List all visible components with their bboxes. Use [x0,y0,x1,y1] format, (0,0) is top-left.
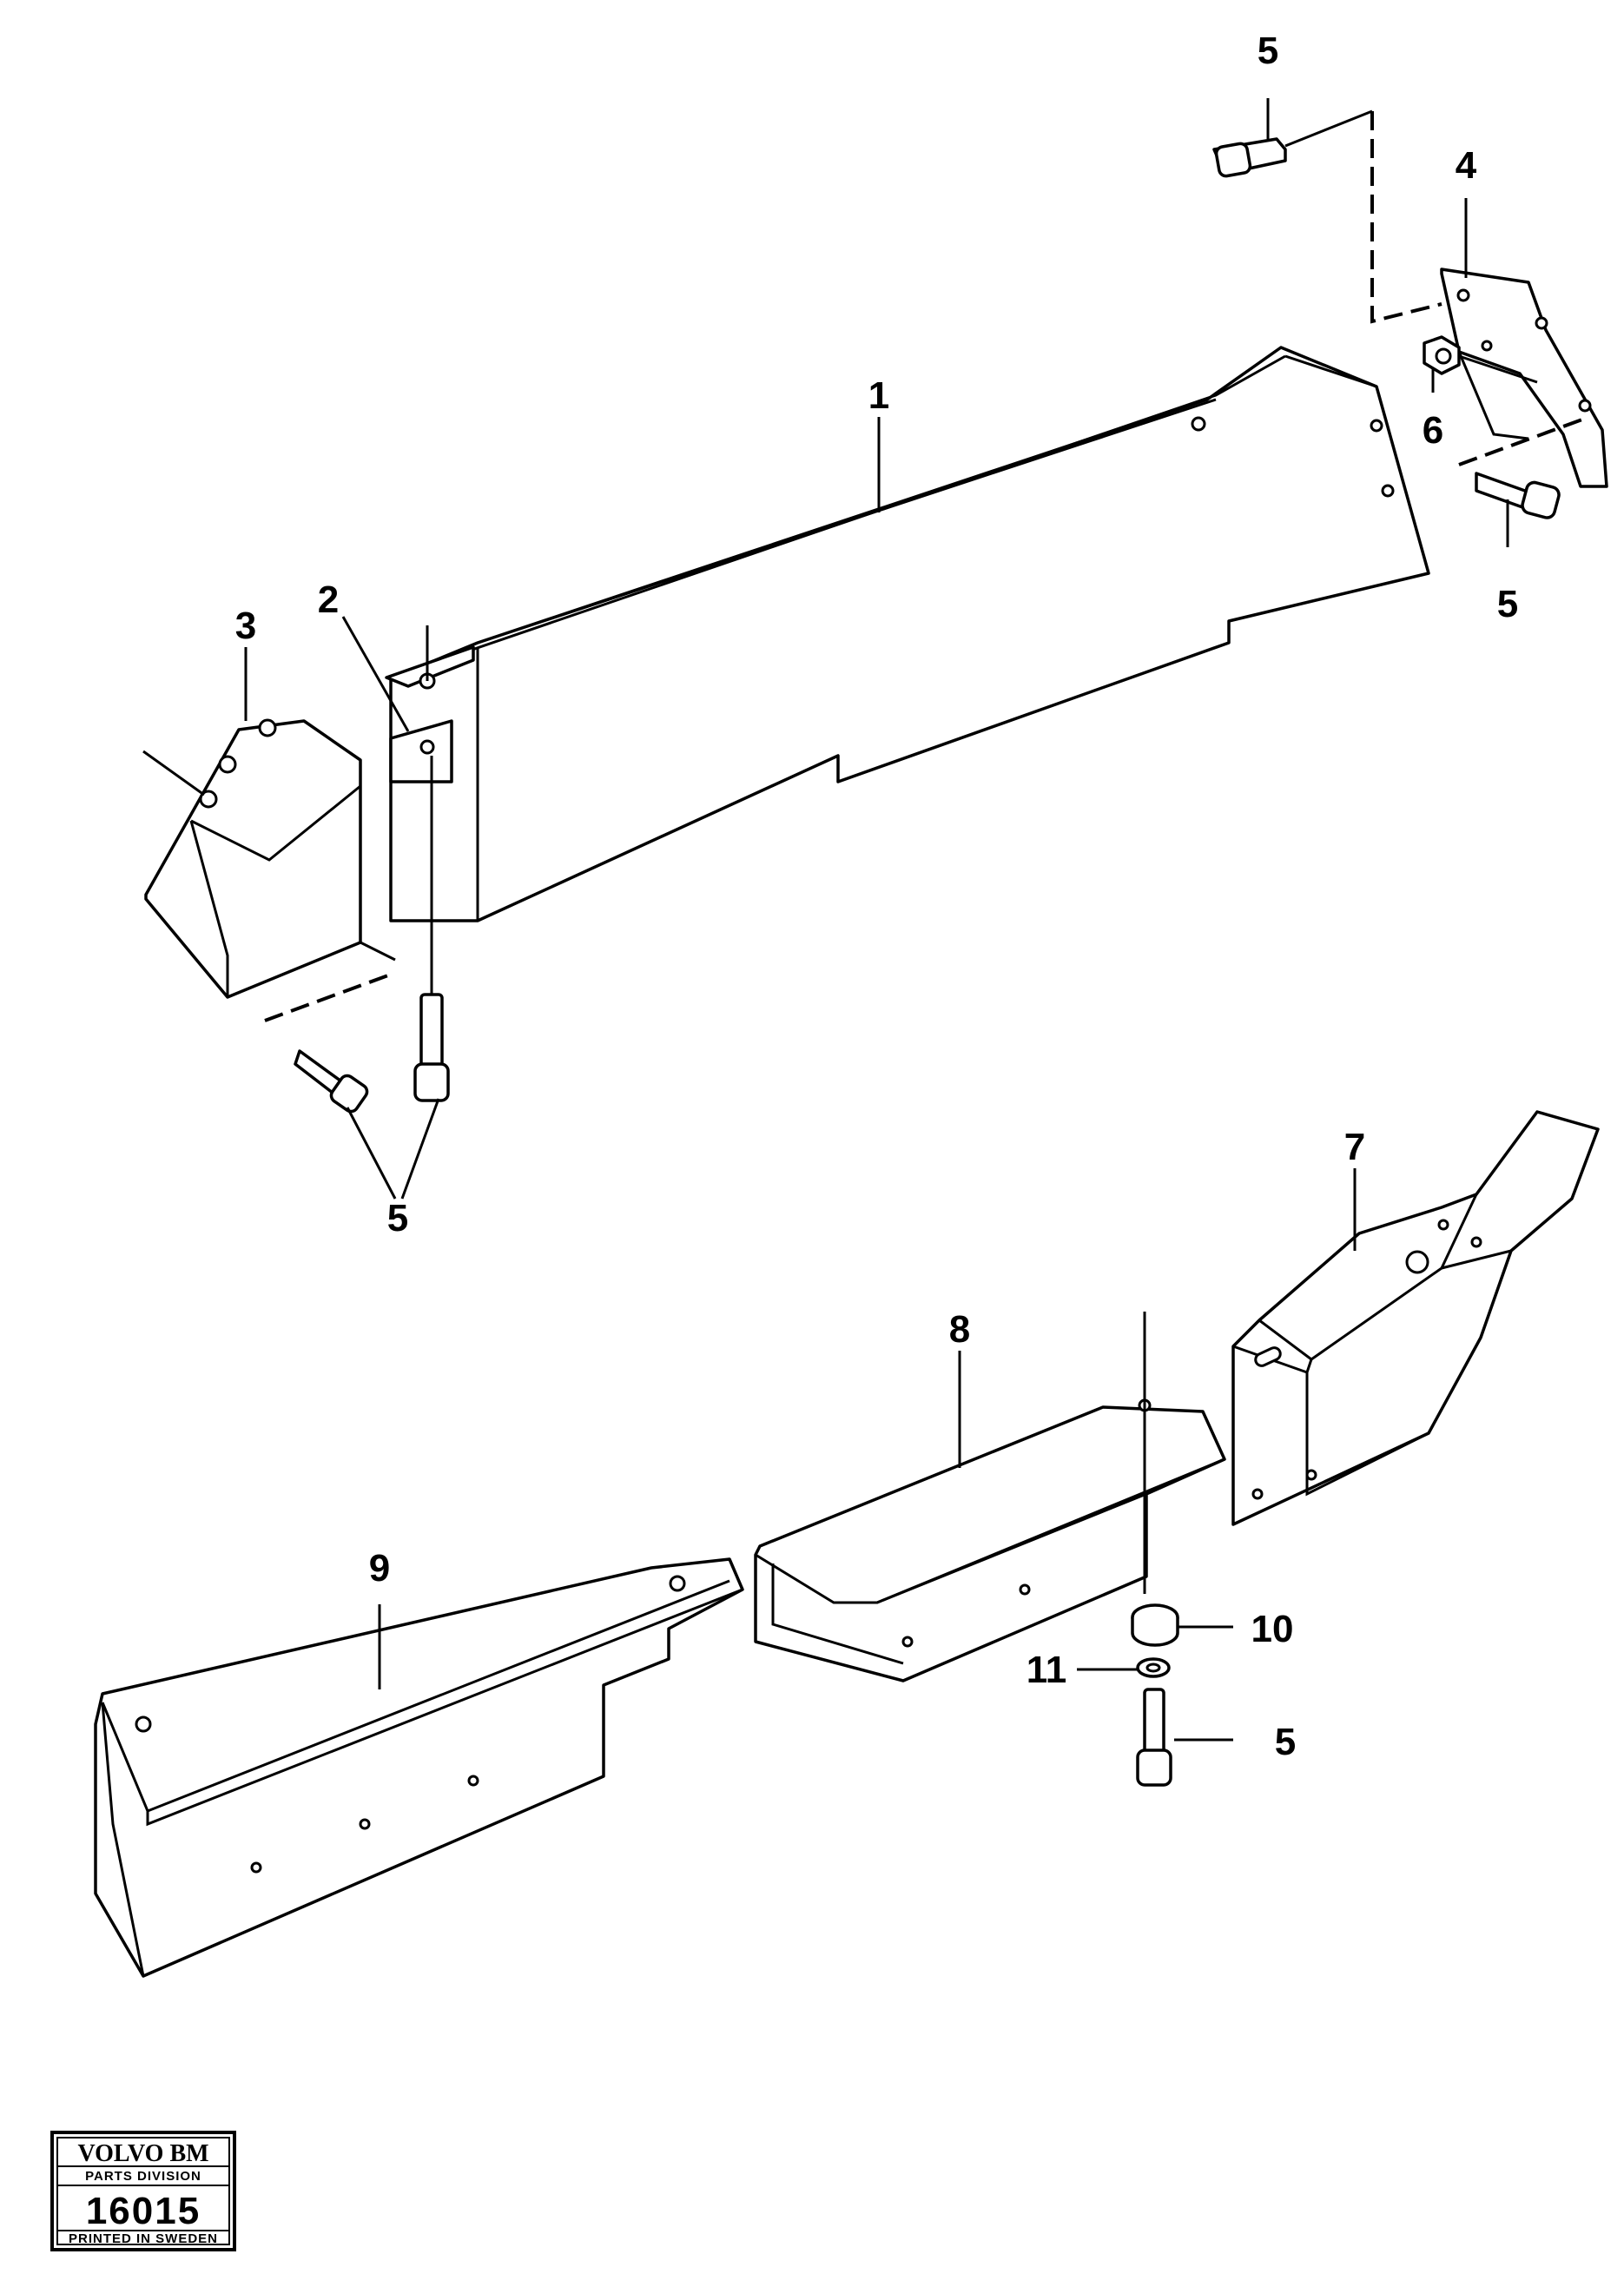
callout-10: 10 [1251,1608,1294,1650]
dashed-path-right [1458,415,1590,466]
bolt-left-horizontal [294,1049,369,1114]
callout-4: 4 [1456,144,1477,187]
callout-5-top: 5 [1258,30,1278,72]
callout-2: 2 [318,578,339,621]
bolt-top [1212,109,1373,178]
part-10-spacer [1131,1603,1233,1647]
leader-lines [244,98,1509,1742]
part-6-nut [1423,335,1538,384]
bolt-right [1475,472,1561,519]
dashed-path-top [1370,111,1442,324]
callout-5-right: 5 [1497,583,1518,625]
stamp-footer: PRINTED IN SWEDEN [69,2231,218,2246]
part-1-cover [385,346,1430,922]
part-8-cover [754,1312,1226,1682]
callout-7: 7 [1344,1126,1365,1168]
part-9-cover [94,1557,744,1978]
callout-8: 8 [949,1308,970,1351]
callout-9: 9 [369,1547,390,1590]
part-11-washer [1077,1657,1171,1678]
callout-6: 6 [1423,409,1443,452]
bolt-left-vertical [413,756,450,1102]
callout-1: 1 [868,374,889,417]
callout-11: 11 [1027,1649,1067,1691]
callout-5-lower: 5 [1275,1721,1296,1763]
callout-3: 3 [235,605,256,647]
bolt-lower [1136,1688,1172,1787]
part-3-end-cap [142,718,396,999]
callout-5-left: 5 [387,1197,408,1239]
part-7-bracket [1231,1110,1600,1526]
dashed-path-left [264,971,396,1022]
volvo-bm-stamp: VOLVO BM PARTS DIVISION 16015 PRINTED IN… [50,2131,236,2251]
stamp-number: 16015 [86,2190,201,2232]
stamp-division: PARTS DIVISION [85,2169,201,2184]
stamp-brand: VOLVO BM [77,2140,208,2167]
